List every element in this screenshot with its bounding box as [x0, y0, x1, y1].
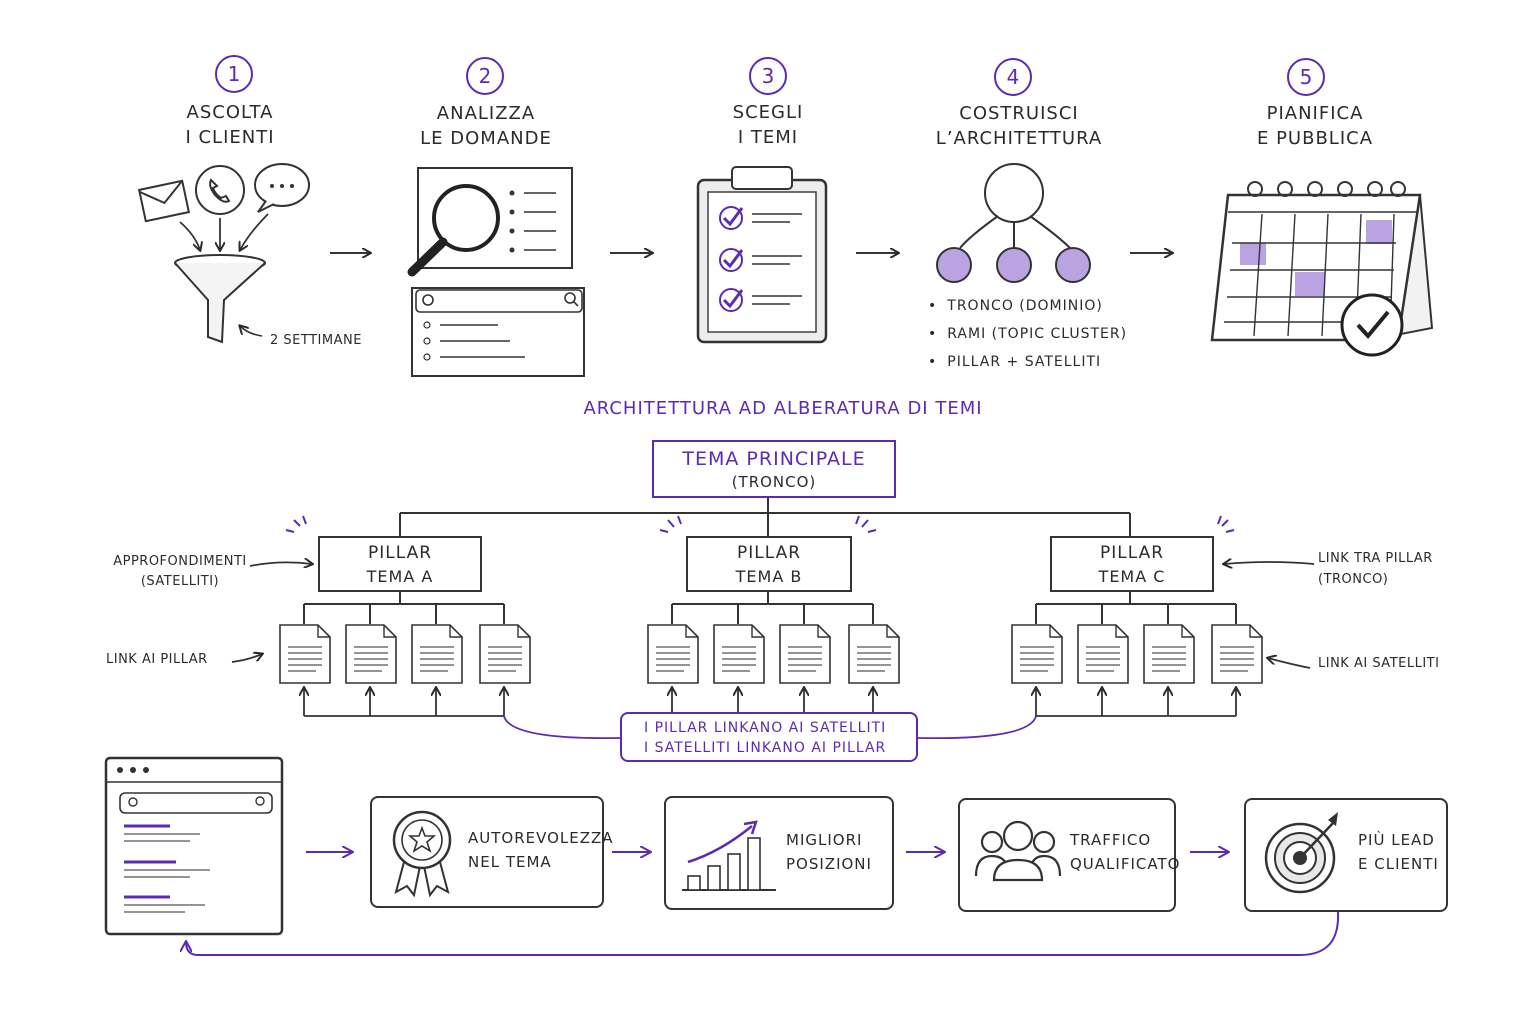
pillar-label: PILLAR [736, 543, 802, 563]
annotation-arrows [231, 562, 1315, 669]
pillar-box-b: PILLAR TEMA B [686, 536, 852, 592]
satellite-docs-b [647, 624, 900, 684]
tree-connectors [303, 498, 1237, 624]
step-1-duration-note: 2 SETTIMANE [270, 333, 362, 348]
linking-note-line-1: I PILLAR LINKANO AI SATELLITI [644, 720, 887, 736]
result-arrows [186, 852, 1340, 956]
step-2-title: ANALIZZA LE DOMANDE [420, 103, 552, 149]
step-2-number: 2 [466, 57, 504, 95]
architecture-title: ARCHITETTURA AD ALBERATURA DI TEMI [583, 398, 983, 419]
step-3-title: SCEGLI I TEMI [732, 102, 804, 148]
pillar-box-a: PILLAR TEMA A [318, 536, 482, 592]
bullet-item: RAMI (TOPIC CLUSTER) [928, 320, 1127, 348]
back-link-arrows [304, 688, 1236, 717]
satellite-docs-a [279, 624, 531, 684]
magnifier-icon [407, 184, 500, 277]
phone-icon [195, 165, 245, 215]
pillar-theme: TEMA C [1098, 567, 1166, 586]
annotation-link-to-satellites: LINK AI SATELLITI [1318, 656, 1440, 671]
annotation-link-between-pillars: LINK TRA PILLAR (TRONCO) [1318, 551, 1433, 587]
speech-bubble-icon [254, 163, 310, 213]
step-3-number: 3 [749, 57, 787, 95]
search-results-panel [411, 287, 585, 377]
envelope-icon [137, 179, 191, 223]
pillar-box-c: PILLAR TEMA C [1050, 536, 1214, 592]
result-label-leads: PIÙ LEAD E CLIENTI [1358, 831, 1439, 873]
sparkle-marks [285, 515, 1235, 533]
step-4-title: COSTRUISCI L’ARCHITETTURA [935, 103, 1103, 149]
tree-icon [936, 163, 1091, 283]
root-theme-subtitle: (TRONCO) [731, 473, 817, 491]
step-5-title: PIANIFICA E PUBBLICA [1256, 103, 1374, 149]
result-label-rankings: MIGLIORI POSIZIONI [786, 831, 872, 873]
result-label-authority: AUTOREVOLEZZA NEL TEMA [468, 829, 614, 871]
clipboard-icon [696, 166, 828, 344]
root-theme-title: TEMA PRINCIPALE [682, 448, 866, 470]
pillar-label: PILLAR [367, 543, 433, 563]
step-4-number: 4 [994, 58, 1032, 96]
calendar-icon [1210, 181, 1434, 357]
pillar-label: PILLAR [1099, 543, 1165, 563]
pillar-theme: TEMA A [366, 567, 434, 586]
pillar-theme: TEMA B [735, 567, 803, 586]
step-5-number: 5 [1287, 58, 1325, 96]
step-1-title: ASCOLTA I CLIENTI [185, 102, 275, 148]
step-1-number: 1 [215, 55, 253, 93]
annotation-satellites: APPROFONDIMENTI (SATELLITI) [113, 554, 247, 589]
bullet-item: TRONCO (DOMINIO) [928, 292, 1127, 320]
satellite-docs-c [1011, 624, 1263, 684]
linking-note-box: I PILLAR LINKANO AI SATELLITI I SATELLIT… [620, 712, 918, 762]
bullet-item: PILLAR + SATELLITI [928, 348, 1127, 376]
step-4-bullet-list: TRONCO (DOMINIO) RAMI (TOPIC CLUSTER) PI… [928, 292, 1127, 376]
annotation-link-to-pillar: LINK AI PILLAR [106, 652, 208, 667]
browser-window-icon [104, 756, 284, 936]
linking-note-line-2: I SATELLITI LINKANO AI PILLAR [644, 740, 887, 756]
result-label-traffic: TRAFFICO QUALIFICATO [1070, 831, 1181, 873]
root-theme-box: TEMA PRINCIPALE (TRONCO) [652, 440, 896, 498]
funnel-icon [174, 254, 266, 344]
